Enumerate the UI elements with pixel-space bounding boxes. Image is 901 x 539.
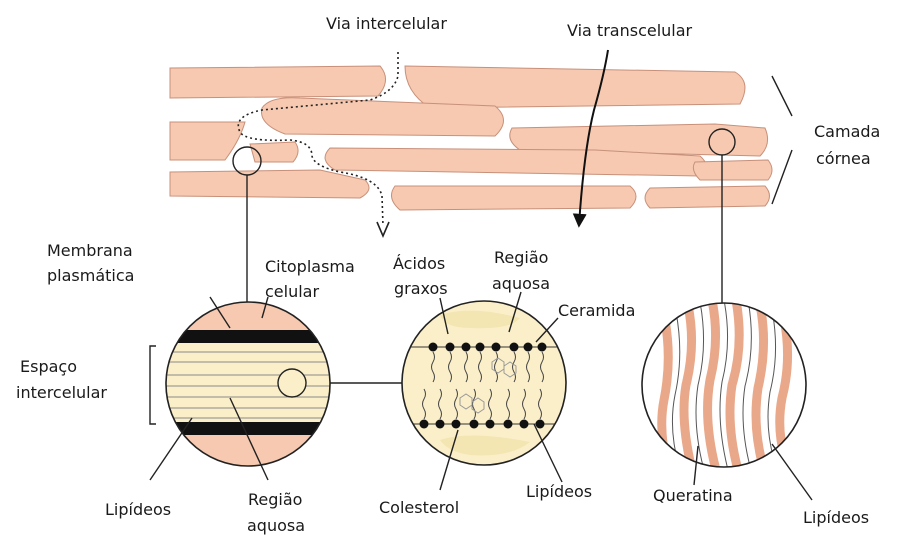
lipid-head: [486, 420, 495, 429]
lipid-head: [470, 420, 479, 429]
label-citoplasma-celular: Citoplasma celular: [265, 257, 360, 301]
camada-cornea-brace: [772, 76, 792, 204]
lipid-head: [452, 420, 461, 429]
lipid-head: [429, 343, 438, 352]
label-ceramida: Ceramida: [558, 301, 635, 320]
lipid-band: [160, 330, 340, 343]
right-magnified-circle: [640, 300, 810, 470]
label-via-transcelular: Via transcelular: [567, 21, 693, 40]
corneocyte-cell: [391, 186, 636, 210]
lipid-head: [504, 420, 513, 429]
lipid-head: [462, 343, 471, 352]
corneocyte-cell: [170, 122, 245, 160]
lipid-head: [436, 420, 445, 429]
label-lipideos-right: Lipídeos: [803, 508, 869, 527]
lipid-head: [446, 343, 455, 352]
lipid-head: [510, 343, 519, 352]
lipid-head: [524, 343, 533, 352]
corneocyte-cell: [170, 170, 369, 198]
label-regiao-aquosa-bottom: Região aquosa: [247, 490, 308, 535]
stratum-corneum: [170, 66, 772, 210]
corneocyte-cell: [170, 66, 386, 98]
lipid-head: [476, 343, 485, 352]
corneocyte-cell: [405, 66, 745, 108]
espaco-brace: [150, 346, 156, 424]
label-camada-cornea: Camada córnea: [814, 122, 885, 168]
lipid-head: [492, 343, 501, 352]
lipid-head: [538, 343, 547, 352]
lipid-head: [520, 420, 529, 429]
label-regiao-aquosa-top: Região aquosa: [492, 248, 554, 293]
label-espaco-intercelular: Espaço intercelular: [16, 357, 107, 402]
intercellular-arrow-head: [377, 222, 389, 236]
label-queratina: Queratina: [653, 486, 733, 505]
cytoplasm-band: [160, 300, 340, 330]
left-magnified-circle: [160, 300, 340, 470]
label-colesterol: Colesterol: [379, 498, 459, 517]
lipid-head: [536, 420, 545, 429]
label-membrana-plasmatica: Membrana plasmática: [47, 241, 138, 285]
lipid-head: [420, 420, 429, 429]
corneocyte-cell: [645, 186, 770, 208]
label-lipideos-mid: Lipídeos: [526, 482, 592, 501]
label-via-intercelular: Via intercelular: [326, 14, 447, 33]
label-acidos-graxos: Ácidos graxos: [393, 254, 450, 298]
zoom-circle-inner: [278, 369, 306, 397]
corneocyte-cell: [693, 160, 772, 180]
label-lipideos-left: Lipídeos: [105, 500, 171, 519]
